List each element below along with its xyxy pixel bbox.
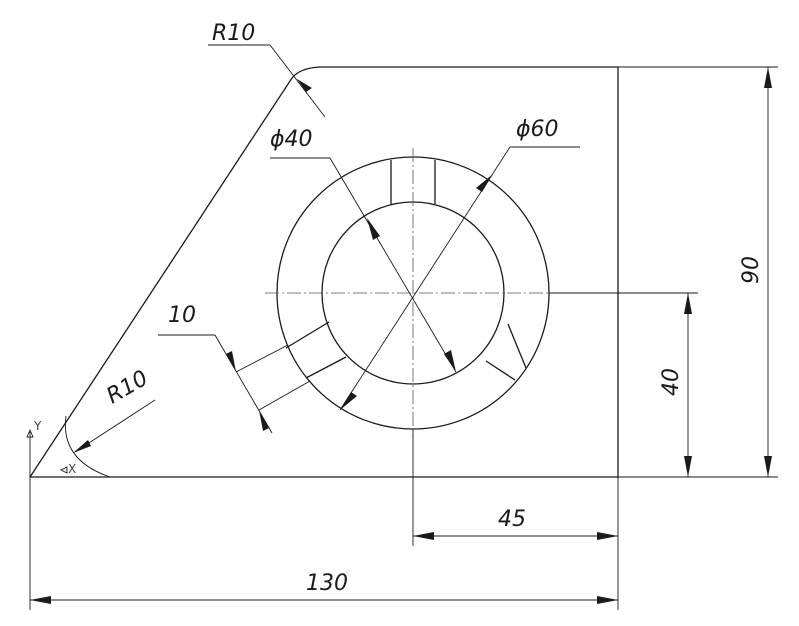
axis-y-label: Y (33, 419, 42, 433)
label-slot-10: 10 (168, 303, 196, 328)
label-90: 90 (739, 256, 764, 284)
keyway-right-a (507, 323, 527, 369)
keyway-left-b (305, 356, 347, 379)
axis-marker: Y X (26, 419, 76, 477)
slanted-edge (29, 77, 293, 478)
axis-x-label: X (68, 462, 76, 476)
dim-d40: ϕ40 (270, 127, 457, 373)
dim-r10-top: R10 (208, 21, 326, 118)
label-r10-bottom: R10 (103, 366, 153, 409)
dim-slot-10: 10 (158, 303, 311, 434)
part-outline (29, 66, 619, 478)
label-d40: ϕ40 (270, 127, 313, 152)
label-d60: ϕ60 (516, 117, 559, 142)
dim-height-90: 90 (618, 66, 778, 478)
label-45: 45 (498, 507, 526, 532)
label-40: 40 (659, 368, 684, 396)
dim-width-130: 130 (29, 477, 619, 610)
keyway-left-a (285, 321, 330, 349)
dim-height-40: 40 (549, 292, 698, 477)
bottom-fillet-arc (64, 415, 111, 478)
dim-r10-bottom: R10 (64, 366, 156, 478)
keyway-right-b (485, 360, 516, 381)
dim-d60: ϕ60 (339, 117, 580, 411)
label-130: 130 (306, 571, 348, 596)
label-r10-top: R10 (212, 21, 255, 46)
dim-width-45: 45 (412, 430, 618, 546)
inner-profile (285, 160, 527, 385)
top-fillet-r10 (291, 66, 321, 79)
center-lines (265, 148, 560, 438)
